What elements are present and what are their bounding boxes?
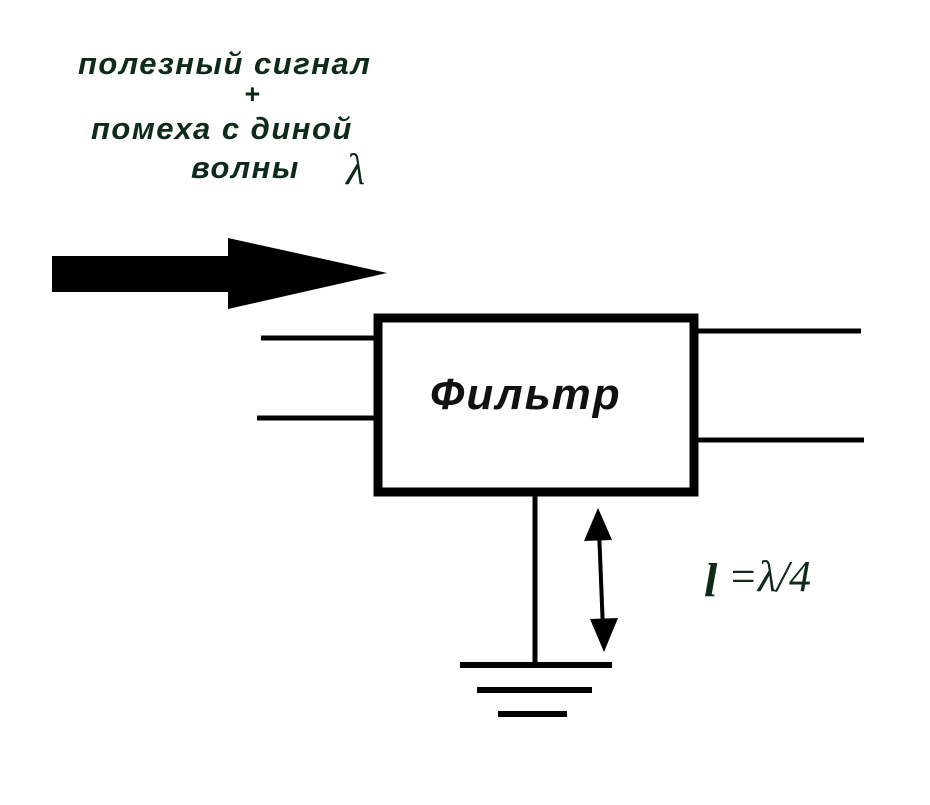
length-arrow-head-top bbox=[584, 508, 612, 541]
input-label-line4: волны bbox=[191, 150, 300, 185]
input-label-line3: помеха с диной bbox=[91, 111, 353, 146]
lambda-symbol: λ bbox=[346, 145, 366, 194]
input-label-line1: полезный сигнал bbox=[78, 46, 372, 81]
input-arrow bbox=[52, 238, 387, 309]
filter-label: Фильтр bbox=[430, 370, 622, 419]
filter-box bbox=[373, 313, 699, 497]
stub-length-l: l bbox=[704, 554, 718, 607]
length-arrow-shaft bbox=[597, 529, 605, 631]
stub-length-value: =λ/4 bbox=[728, 552, 811, 601]
length-arrow-head-bottom bbox=[590, 618, 618, 652]
input-label-plus: + bbox=[244, 79, 260, 109]
